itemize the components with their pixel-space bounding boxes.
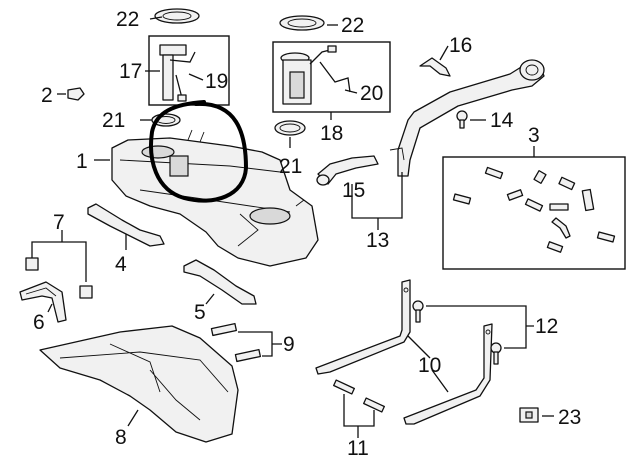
callout-10: 10 [418, 354, 442, 377]
callout-11: 11 [347, 437, 369, 460]
callout-4: 4 [115, 253, 127, 276]
strap-10-right [403, 323, 493, 425]
filler-pipe-13 [389, 59, 545, 177]
pad-7a [25, 257, 39, 271]
callout-5: 5 [194, 301, 206, 324]
callout-22-right: 22 [341, 14, 365, 37]
callout-19: 19 [205, 70, 229, 93]
callout-20: 20 [360, 82, 384, 105]
gasket-22-right [279, 15, 325, 31]
annotation-circle [149, 100, 249, 203]
bolt-12b [490, 342, 502, 365]
callout-23: 23 [558, 406, 582, 429]
plug-2 [67, 87, 85, 101]
pad-11b [363, 397, 385, 413]
callout-8: 8 [115, 426, 127, 449]
callout-22-left: 22 [116, 8, 140, 31]
callout-16: 16 [449, 34, 473, 57]
bracket-16 [419, 57, 451, 77]
seal-ring-21-right [274, 120, 306, 136]
strap-6 [19, 281, 67, 323]
fuel-pump-module-20 [280, 45, 351, 105]
heat-shield-4 [87, 203, 165, 247]
callout-12: 12 [535, 315, 559, 338]
callout-9: 9 [283, 333, 295, 356]
box-3 [442, 156, 626, 270]
heat-shield-5 [183, 259, 257, 305]
clip-23 [519, 407, 539, 423]
callout-18: 18 [320, 122, 344, 145]
callout-21-left: 21 [102, 109, 126, 132]
gasket-22-left [154, 8, 200, 24]
pad-9b [234, 348, 262, 363]
callout-15: 15 [342, 179, 366, 202]
hardware-kit-3 [452, 166, 616, 253]
skid-plate-8 [39, 325, 239, 443]
fuel-sender-17 [159, 44, 196, 102]
hose-15 [316, 155, 379, 186]
bolt-14 [456, 110, 468, 129]
callout-3: 3 [528, 124, 540, 147]
pad-11a [333, 379, 355, 395]
callout-14: 14 [490, 109, 514, 132]
callout-17: 17 [119, 60, 143, 83]
callout-21-right: 21 [279, 155, 303, 178]
pad-7b [79, 285, 93, 299]
strap-10-left [315, 279, 411, 375]
pad-9a [210, 322, 238, 337]
callout-2: 2 [41, 84, 53, 107]
callout-7: 7 [53, 211, 65, 234]
bolt-12a [412, 300, 424, 323]
callout-6: 6 [33, 311, 45, 334]
callout-13: 13 [366, 229, 390, 252]
callout-1: 1 [76, 150, 88, 173]
